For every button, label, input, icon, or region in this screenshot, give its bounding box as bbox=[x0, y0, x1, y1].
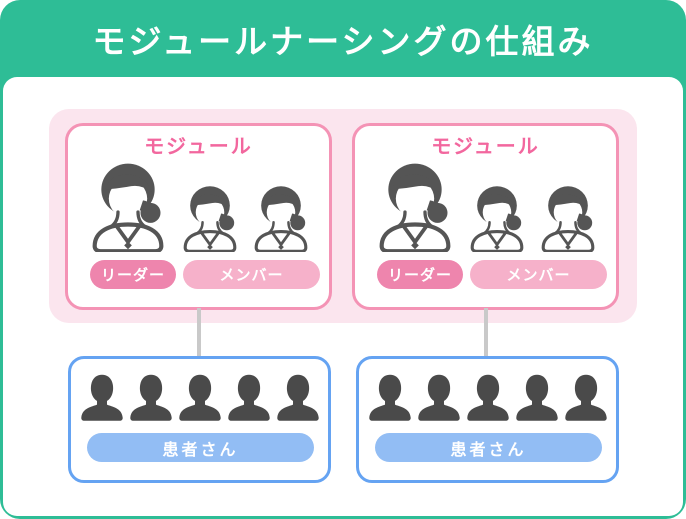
patient-silhouette-icon bbox=[177, 368, 223, 426]
patient-box: 患者さん bbox=[356, 356, 619, 483]
member-badge: メンバー bbox=[183, 260, 320, 289]
member-badge: メンバー bbox=[470, 260, 607, 289]
badge-row: リーダー メンバー bbox=[68, 260, 329, 289]
module-box: モジュール リーダー メンバー bbox=[65, 123, 332, 310]
patient-silhouette-icon bbox=[128, 368, 174, 426]
nurse-member-icon bbox=[537, 185, 599, 252]
module-title: モジュール bbox=[144, 136, 253, 158]
module-box: モジュール リーダー メンバー bbox=[352, 123, 619, 310]
patient-silhouette-icon bbox=[367, 368, 413, 426]
patient-silhouette-icon bbox=[79, 368, 125, 426]
patient-silhouette-icon bbox=[563, 368, 609, 426]
nurse-member-icon bbox=[179, 185, 241, 252]
page-title: モジュールナーシングの仕組み bbox=[92, 22, 594, 60]
patients-badge: 患者さん bbox=[375, 433, 602, 462]
patient-silhouette-icon bbox=[275, 368, 321, 426]
nurse-member-group bbox=[466, 185, 599, 252]
header-banner: モジュールナーシングの仕組み bbox=[0, 0, 686, 77]
nurse-icon-row bbox=[68, 162, 329, 252]
nurse-leader-icon bbox=[86, 162, 170, 252]
patient-icon-row bbox=[71, 368, 328, 426]
nurse-icon-row bbox=[355, 162, 616, 252]
patient-silhouette-icon bbox=[416, 368, 462, 426]
leader-badge: リーダー bbox=[377, 260, 463, 289]
patient-silhouette-icon bbox=[226, 368, 272, 426]
nurse-member-icon bbox=[250, 185, 312, 252]
patient-box: 患者さん bbox=[68, 356, 331, 483]
patient-icon-row bbox=[359, 368, 616, 426]
nurse-member-group bbox=[179, 185, 312, 252]
patient-silhouette-icon bbox=[514, 368, 560, 426]
connector-line bbox=[484, 308, 488, 358]
nurse-leader-icon bbox=[373, 162, 457, 252]
patients-badge: 患者さん bbox=[87, 433, 314, 462]
patient-silhouette-icon bbox=[465, 368, 511, 426]
leader-badge: リーダー bbox=[90, 260, 176, 289]
nurse-member-icon bbox=[466, 185, 528, 252]
module-title: モジュール bbox=[431, 136, 540, 158]
connector-line bbox=[197, 308, 201, 358]
badge-row: リーダー メンバー bbox=[355, 260, 616, 289]
